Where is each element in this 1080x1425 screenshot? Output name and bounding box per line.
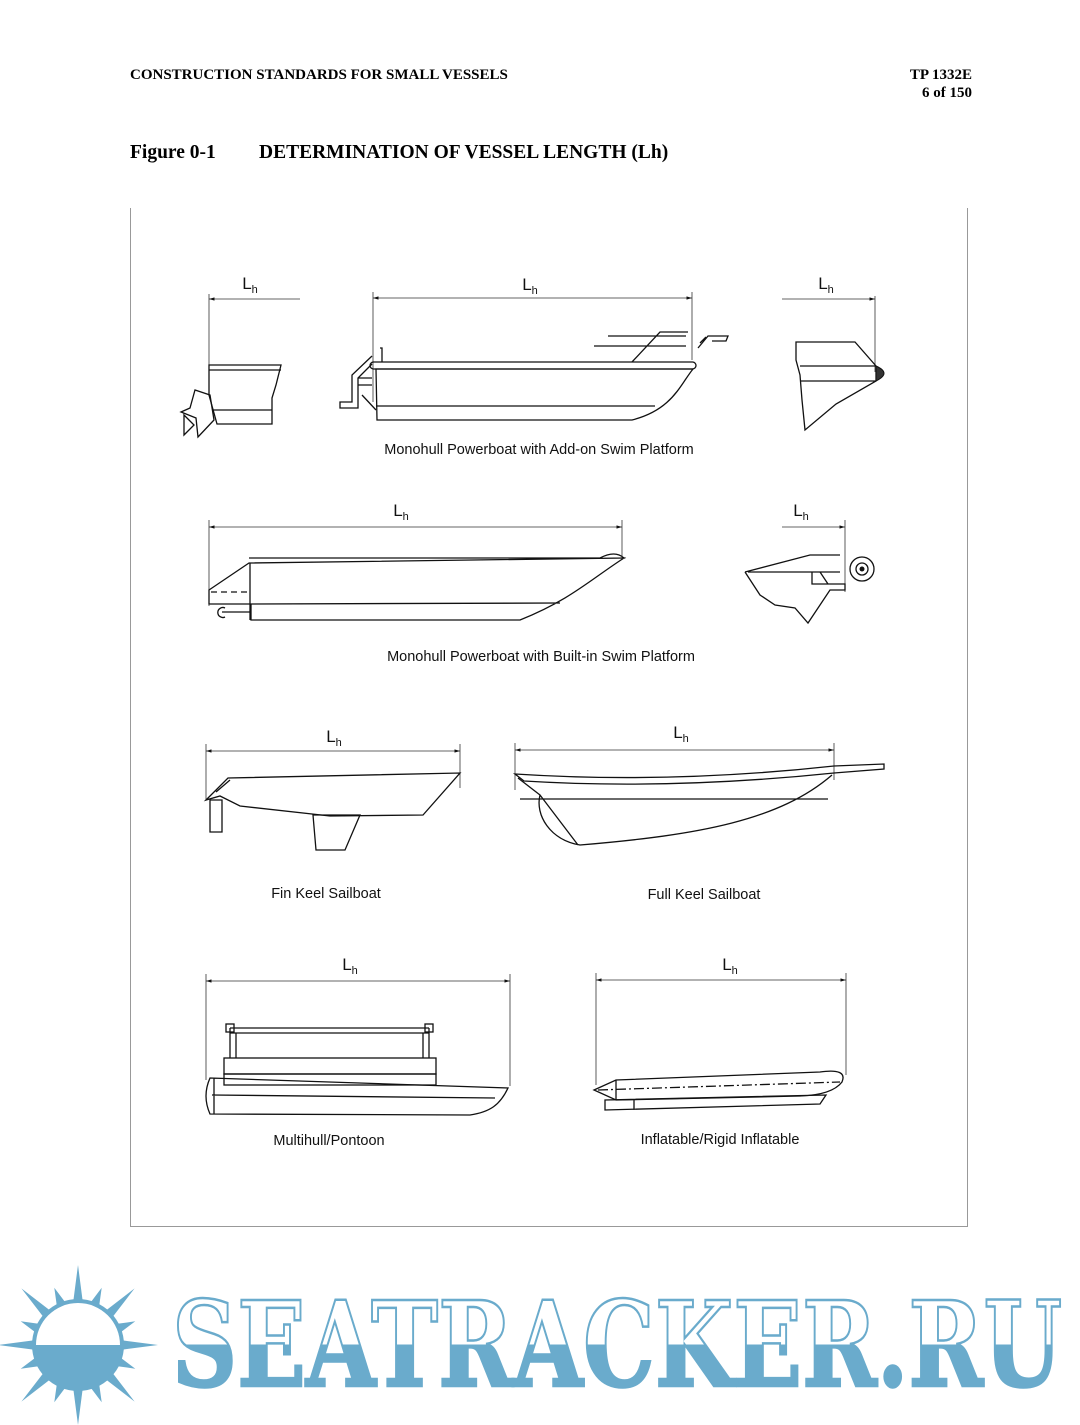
caption-builtin-platform: Monohull Powerboat with Built-in Swim Pl… xyxy=(387,649,695,665)
length-label: Lh xyxy=(326,727,342,749)
figure-number: Figure 0-1 xyxy=(130,142,216,163)
watermark-logo: SEATRACKER.RU xyxy=(0,1265,1063,1425)
length-label: Lh xyxy=(722,955,738,977)
caption-inflatable: Inflatable/Rigid Inflatable xyxy=(641,1132,800,1148)
caption-addon-platform: Monohull Powerboat with Add-on Swim Plat… xyxy=(384,442,693,458)
bow-detail-addon: Lh xyxy=(782,274,885,432)
figure-frame xyxy=(130,208,968,1227)
caption-full-keel: Full Keel Sailboat xyxy=(648,887,761,903)
bow-detail-builtin: Lh xyxy=(744,501,875,625)
watermark-text: SEATRACKER.RU xyxy=(172,1275,1062,1414)
sun-icon xyxy=(0,1265,158,1425)
figure-title: Figure 0-1 DETERMINATION OF VESSEL LENGTH… xyxy=(130,142,668,164)
length-label: Lh xyxy=(673,723,689,745)
length-label: Lh xyxy=(393,501,409,523)
page-number: 6 of 150 xyxy=(922,85,972,101)
powerboat-builtin-platform: Lh xyxy=(208,501,627,621)
pontoon-boat: Lh xyxy=(205,955,511,1116)
document-id: TP 1332E xyxy=(909,67,972,83)
figure-caption: DETERMINATION OF VESSEL LENGTH (Lh) xyxy=(259,142,669,163)
running-header-title: CONSTRUCTION STANDARDS FOR SMALL VESSELS xyxy=(130,67,508,83)
length-label: Lh xyxy=(818,274,834,296)
fin-keel-sailboat: Lh xyxy=(203,727,462,851)
powerboat-addon-platform: Lh xyxy=(339,275,729,421)
length-label: Lh xyxy=(242,274,258,296)
sun-ray xyxy=(0,1265,158,1425)
length-label: Lh xyxy=(342,955,358,977)
full-keel-sailboat: Lh xyxy=(512,723,885,846)
inflatable-boat: Lh xyxy=(592,955,847,1111)
stern-detail-addon: Lh xyxy=(179,274,300,439)
length-label: Lh xyxy=(793,501,809,523)
length-label: Lh xyxy=(522,275,538,297)
caption-pontoon: Multihull/Pontoon xyxy=(273,1133,384,1149)
sun-disc-top xyxy=(36,1303,120,1345)
running-header-right: TP 1332E 6 of 150 xyxy=(910,66,972,102)
caption-fin-keel: Fin Keel Sailboat xyxy=(271,886,381,902)
